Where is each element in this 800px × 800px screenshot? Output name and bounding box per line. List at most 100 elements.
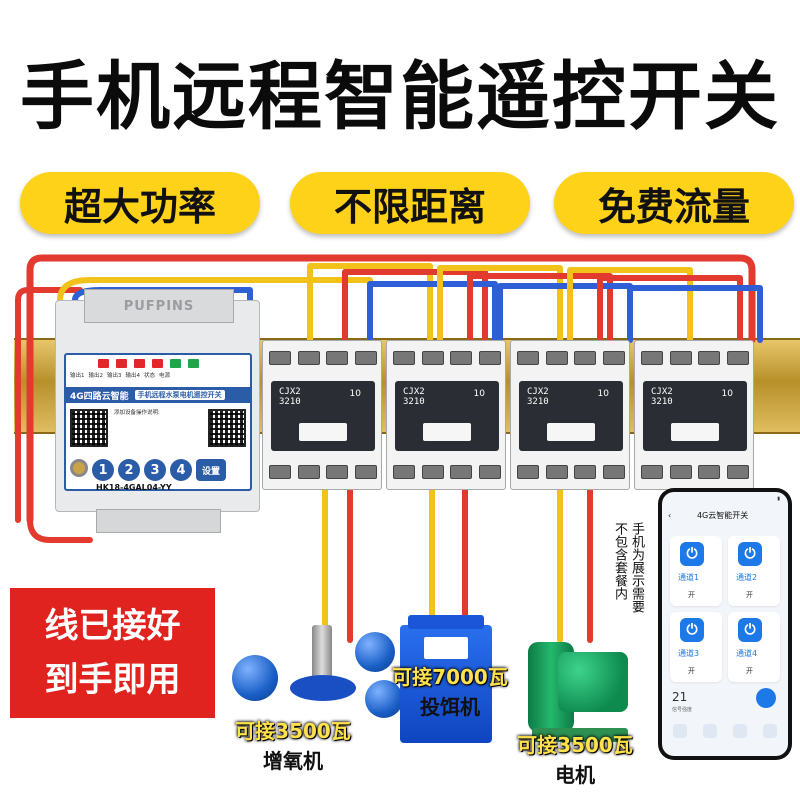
led-label: 输出2: [88, 373, 104, 379]
contactor-window: [423, 423, 471, 441]
channel-button-1[interactable]: 1: [92, 459, 114, 481]
contactor-model: CJX2 3210: [527, 387, 549, 407]
water-pump-icon: [528, 632, 628, 750]
contactor-model: CJX2 3210: [651, 387, 673, 407]
back-arrow-icon[interactable]: ‹: [668, 510, 672, 520]
led-labels: 输出1 输出2 输出3 输出4 状态 电源: [70, 371, 170, 379]
signal-indicator-icon: [756, 688, 776, 708]
module-brand-sub: 手机远程水泵电机遥控开关: [134, 390, 225, 400]
power-icon[interactable]: ⏻: [738, 618, 762, 642]
channel-state: 开: [746, 591, 753, 599]
contactor-rating: 10: [597, 389, 609, 399]
contactor-window: [547, 423, 595, 441]
signal-value: 21: [672, 690, 688, 704]
nav-item[interactable]: [698, 724, 722, 740]
module-brand-bar: 4G四路云智能 手机远程水泵电机遥控开关: [66, 387, 250, 403]
led-label: 电源: [159, 373, 171, 379]
bottom-nav: [668, 724, 782, 740]
smartphone: ▮ ‹ 4G云智能开关 ⏻ 通道1 开 ⏻ 通道2 开 ⏻ 通: [658, 488, 792, 760]
nav-icon: [763, 724, 777, 738]
module-foot: [96, 509, 221, 533]
nav-icon: [703, 724, 717, 738]
promo-line-1: 线已接好: [44, 606, 181, 646]
contactor-3: CJX2 3210 10: [510, 340, 630, 490]
led-indicator: [134, 359, 145, 368]
promo-box: 线已接好 到手即用: [10, 588, 215, 718]
qr-code-left: [70, 409, 108, 447]
contactor-terminals-top: [269, 351, 377, 365]
battery-icon: ▮: [777, 496, 780, 502]
contactor-terminals-top: [393, 351, 501, 365]
power-icon[interactable]: ⏻: [738, 542, 762, 566]
contactor-body: CJX2 3210 10: [643, 381, 747, 451]
aerator-label-name: 增氧机: [263, 749, 323, 773]
led-indicator: [98, 359, 109, 368]
module-steps-title: 添加设备操作说明:: [114, 410, 160, 416]
channel-state: 开: [746, 667, 753, 675]
channel-button-4[interactable]: 4: [170, 459, 192, 481]
badge-unlimited-distance: 不限距离: [290, 172, 530, 234]
float-ball-icon: [365, 680, 403, 718]
phone-note-line-1: 手机为展示需要: [629, 522, 644, 613]
contactor-model: CJX2 3210: [279, 387, 301, 407]
channel-button-3[interactable]: 3: [144, 459, 166, 481]
feeder-label-name: 投饵机: [420, 695, 480, 719]
power-icon[interactable]: ⏻: [680, 618, 704, 642]
power-icon[interactable]: ⏻: [680, 542, 704, 566]
channel-card-1[interactable]: ⏻ 通道1 开: [670, 536, 722, 606]
phone-status-bar: ▮: [670, 496, 780, 502]
channel-card-4[interactable]: ⏻ 通道4 开: [728, 612, 780, 682]
promo-line-2: 到手即用: [44, 660, 181, 700]
nav-item[interactable]: [668, 724, 692, 740]
channel-state: 开: [688, 667, 695, 675]
feeder-lid: [408, 615, 484, 629]
led-label: 输出1: [70, 373, 85, 379]
channel-name: 通道4: [736, 649, 758, 658]
app-title: 4G云智能开关: [696, 510, 749, 520]
antenna-connector-icon: [70, 459, 88, 477]
contactor-terminals-top: [517, 351, 625, 365]
signal-label: 信号强度: [672, 707, 693, 713]
module-brand: 4G四路云智能: [70, 391, 129, 402]
contactor-window: [671, 423, 719, 441]
phone-note: 手机为展示需要 不包含套餐内: [604, 522, 644, 613]
badge-free-data: 免费流量: [554, 172, 794, 234]
nav-item[interactable]: [758, 724, 782, 740]
contactor-window: [299, 423, 347, 441]
settings-button[interactable]: 设置: [196, 459, 226, 481]
module-face: 输出1 输出2 输出3 输出4 状态 电源 4G四路云智能 手机远程水泵电机遥控…: [64, 353, 252, 492]
controller-module: PUFPINS 输出1 输出2 输出3 输出4 状态 电源 4G四路云智能 手机…: [55, 289, 260, 533]
contactor-2: CJX2 3210 10: [386, 340, 506, 490]
badge-high-power: 超大功率: [20, 172, 260, 234]
contactor-terminals-bottom: [517, 465, 625, 479]
contactor-body: CJX2 3210 10: [395, 381, 499, 451]
channel-card-2[interactable]: ⏻ 通道2 开: [728, 536, 780, 606]
led-indicator: [170, 359, 181, 368]
pump-motor: [558, 652, 628, 712]
channel-button-2[interactable]: 2: [118, 459, 140, 481]
nav-item[interactable]: [728, 724, 752, 740]
float-ball-icon: [355, 632, 395, 672]
aerator-impeller-icon: [290, 675, 356, 701]
headline: 手机远程智能遥控开关: [20, 53, 780, 140]
channel-grid: ⏻ 通道1 开 ⏻ 通道2 开 ⏻ 通道3 开 ⏻ 通道4 开: [670, 536, 780, 682]
channel-name: 通道2: [736, 573, 758, 582]
contactor-body: CJX2 3210 10: [271, 381, 375, 451]
led-indicator: [116, 359, 127, 368]
led-label: 输出3: [107, 373, 122, 379]
led-indicator: [152, 359, 163, 368]
float-ball-icon: [232, 655, 278, 701]
aerator-shaft-icon: [312, 625, 332, 680]
contactor-terminals-top: [641, 351, 749, 365]
contactor-terminals-bottom: [641, 465, 749, 479]
channel-card-3[interactable]: ⏻ 通道3 开: [670, 612, 722, 682]
channel-name: 通道3: [678, 649, 700, 658]
nav-icon: [733, 724, 747, 738]
channel-name: 通道1: [678, 573, 700, 582]
qr-code-right: [208, 409, 246, 447]
led-row: [98, 359, 199, 368]
phone-screen: ▮ ‹ 4G云智能开关 ⏻ 通道1 开 ⏻ 通道2 开 ⏻ 通: [662, 492, 788, 756]
feeder-label-power: 可接7000瓦: [392, 665, 508, 689]
led-label: 状态: [144, 373, 156, 379]
